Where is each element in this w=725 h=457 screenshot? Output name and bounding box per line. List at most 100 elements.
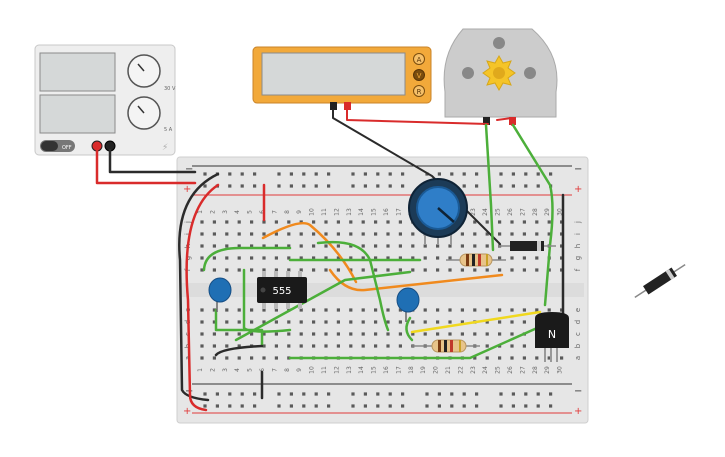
column-number: 8 (284, 368, 291, 372)
diode-loose-body (643, 267, 677, 295)
wire-green-cross[interactable] (316, 240, 390, 332)
switch-label: OFF (62, 145, 72, 151)
voltage-knob-label: 30 V (164, 86, 176, 92)
row-letter: f (574, 268, 582, 271)
wire-green-lower-left[interactable] (214, 308, 264, 348)
column-number: 22 (457, 366, 464, 374)
column-number: 6 (259, 210, 266, 214)
column-number: 20 (433, 366, 440, 374)
row-letter: a (574, 356, 582, 360)
wire-supply-red[interactable] (95, 148, 197, 185)
wires[interactable] (95, 109, 565, 412)
multimeter[interactable]: A V R (252, 46, 432, 110)
row-letter: j (184, 221, 192, 224)
meter-probe-black[interactable] (330, 102, 337, 110)
top-left-plus: + (183, 184, 191, 195)
row-letter: j (574, 221, 582, 224)
wire-left-power-loop[interactable] (185, 183, 220, 412)
top-right-minus: − (574, 164, 582, 175)
column-number: 1 (197, 368, 204, 372)
multimeter-display (261, 52, 406, 96)
column-number: 3 (222, 210, 229, 214)
column-number: 7 (271, 368, 278, 372)
wire-green-cap-left[interactable] (202, 246, 292, 272)
column-number: 4 (234, 210, 241, 214)
mode-ammeter-button[interactable]: A (413, 53, 425, 65)
row-letter: f (184, 268, 192, 271)
diode-loose[interactable] (632, 260, 688, 301)
wire-motor-green-right[interactable] (511, 123, 554, 307)
potentiometer[interactable] (408, 178, 468, 245)
column-number: 25 (495, 208, 502, 216)
column-number: 26 (507, 208, 514, 216)
dc-motor[interactable] (443, 28, 558, 125)
wire-orange-2[interactable] (328, 268, 504, 292)
column-number: 4 (234, 368, 241, 372)
column-number: 3 (222, 368, 229, 372)
column-number: 11 (321, 366, 328, 374)
column-number: 1 (197, 210, 204, 214)
bottom-right-minus: − (574, 386, 582, 397)
wire-left-ground-loop[interactable] (178, 172, 220, 402)
resistor-1[interactable] (446, 253, 506, 267)
column-number: 26 (507, 366, 514, 374)
resistor-2[interactable] (412, 339, 480, 353)
wire-green-diagonal[interactable] (234, 270, 412, 342)
top-left-minus: − (185, 164, 193, 175)
power-supply[interactable]: 30 V 5 A OFF ⚡ (34, 44, 176, 156)
column-number: 30 (557, 208, 564, 216)
column-number: 14 (358, 208, 365, 216)
ic-label: 555 (272, 286, 291, 297)
column-number: 10 (309, 208, 316, 216)
wire-supply-black[interactable] (108, 148, 197, 174)
bottom-right-plus: + (574, 406, 582, 417)
ic-555[interactable]: 555 (257, 271, 307, 309)
transistor-body (535, 312, 569, 348)
capacitor-1[interactable] (208, 277, 232, 312)
diode-on-board[interactable] (498, 241, 556, 251)
wire-green-cap2[interactable] (405, 316, 414, 342)
mode-ammeter-label: A (417, 56, 422, 64)
column-number: 17 (395, 366, 402, 374)
ic-body (257, 277, 307, 303)
wire-orange-1[interactable] (261, 221, 358, 284)
column-number: 5 (247, 368, 254, 372)
row-letter: i (184, 233, 192, 235)
column-number: 30 (557, 366, 564, 374)
column-number: 16 (383, 366, 390, 374)
wire-green-bottom[interactable] (288, 318, 557, 360)
wire-green-ic-loop[interactable] (242, 268, 292, 333)
wire-black-bottom-left[interactable] (214, 344, 264, 357)
column-number: 16 (383, 208, 390, 216)
mode-ohmmeter-button[interactable]: R (413, 85, 425, 97)
column-number: 14 (358, 366, 365, 374)
capacitor-2[interactable] (396, 287, 420, 322)
column-number: 29 (544, 208, 551, 216)
mode-ohmmeter-label: R (417, 88, 422, 96)
column-number: 2 (209, 368, 216, 372)
motor-screw-left (462, 67, 474, 79)
row-letter: b (574, 343, 582, 348)
column-number: 8 (284, 210, 291, 214)
column-number: 12 (333, 366, 340, 374)
column-number: 11 (321, 208, 328, 216)
transistor-label: N (548, 328, 556, 341)
wire-yellow[interactable] (410, 310, 542, 334)
wire-motor-green-left[interactable] (484, 123, 495, 252)
column-number: 9 (296, 368, 303, 372)
row-letter: h (574, 244, 582, 248)
motor-terminal-black[interactable] (483, 117, 490, 125)
column-number: 23 (470, 208, 477, 216)
mode-voltmeter-button[interactable]: V (413, 69, 425, 81)
column-number: 13 (346, 366, 353, 374)
transistor-npn[interactable]: N (535, 312, 569, 362)
column-number: 28 (532, 366, 539, 374)
meter-probe-red[interactable] (344, 102, 351, 110)
wire-meter-red-to-motor[interactable] (346, 109, 489, 125)
column-number: 6 (259, 368, 266, 372)
capacitor-2-body (396, 287, 420, 313)
row-letter: e (574, 308, 582, 312)
column-number: 13 (346, 208, 353, 216)
